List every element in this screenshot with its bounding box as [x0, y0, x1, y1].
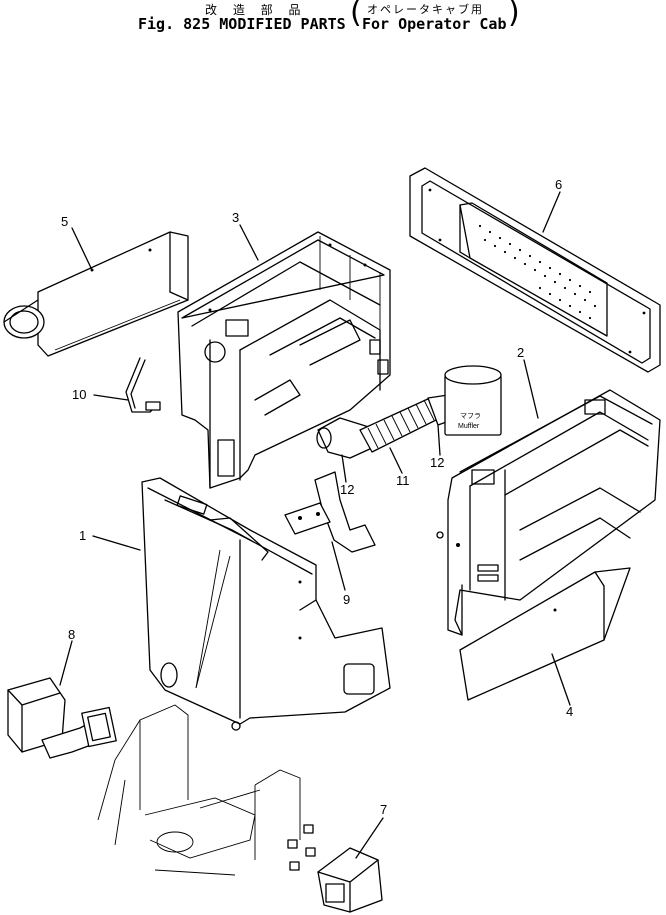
callout-5: 5: [61, 214, 68, 229]
figure-title-suffix: For Operator Cab: [362, 15, 507, 33]
callout-9: 9: [343, 592, 350, 607]
callout-11: 11: [396, 473, 410, 488]
callout-7: 7: [380, 802, 387, 817]
callout-12-left: 12: [340, 482, 354, 497]
callout-3: 3: [232, 210, 239, 225]
callout-2: 2: [517, 345, 524, 360]
part-3-front-frame: [177, 231, 391, 489]
callout-1: 1: [79, 528, 86, 543]
close-paren: ): [508, 0, 520, 30]
part-4-bottom-plate: [459, 567, 631, 701]
part-8-intake-duct: [7, 677, 117, 759]
part-10-rod: [125, 357, 161, 413]
part-1-front-cover: [141, 477, 391, 731]
part-9-pedal: [284, 471, 376, 553]
part-6-grille-panel: [409, 167, 661, 373]
part-7-duct: [317, 847, 383, 913]
callout-6: 6: [555, 177, 562, 192]
callout-10: 10: [72, 387, 86, 402]
callout-4: 4: [566, 704, 573, 719]
part-5-duct-panel: [3, 231, 189, 357]
chassis-outline: [97, 704, 316, 876]
muffler-jp-label: マフラ: [460, 412, 481, 420]
title-japanese-suffix: オペレータキャブ用: [367, 3, 484, 16]
exhaust-pipe-assembly: マフラ Muffler: [316, 365, 502, 459]
callout-8: 8: [68, 627, 75, 642]
leader-lines: [59, 191, 571, 859]
part-2-rear-frame: [436, 389, 661, 636]
title-japanese-prefix: 改 造 部 品: [205, 3, 307, 17]
figure-title: Fig. 825 MODIFIED PARTS: [138, 15, 346, 33]
open-paren: (: [350, 0, 362, 30]
muffler-label: Muffler: [458, 423, 480, 430]
callout-12-right: 12: [430, 455, 444, 470]
